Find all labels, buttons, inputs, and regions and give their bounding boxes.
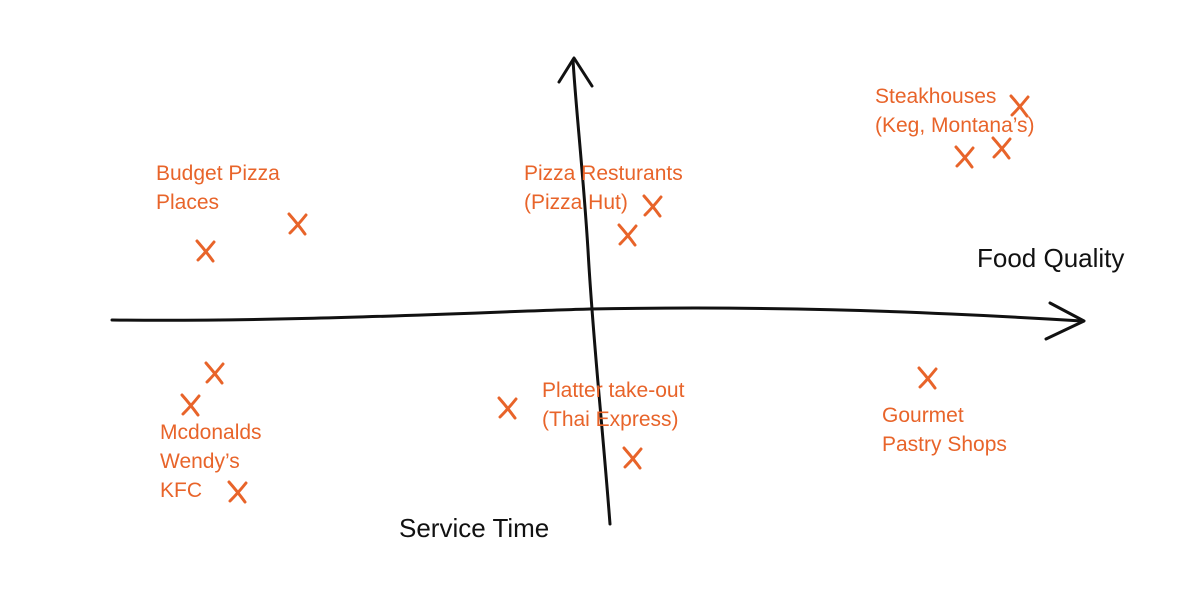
group-label-platter-takeout: Platter take-out (Thai Express) — [542, 376, 684, 434]
x-mark — [622, 446, 643, 470]
group-label-line: Mcdonalds — [160, 421, 262, 444]
x-mark — [180, 393, 201, 417]
x-mark — [617, 223, 638, 247]
y-axis-label: Service Time — [399, 513, 550, 543]
y-axis-line — [571, 58, 612, 526]
group-label-budget-pizza: Budget Pizza Places — [156, 159, 280, 217]
group-label-line: Places — [156, 191, 220, 214]
group-label-fast-food: Mcdonalds Wendy’s KFC — [160, 418, 262, 505]
group-label-steakhouses: Steakhouses (Keg, Montana’s) — [875, 82, 1035, 140]
marks-layer — [180, 94, 1030, 504]
x-mark — [195, 239, 216, 263]
x-axis-line — [110, 306, 1084, 323]
y-axis-arrowhead — [557, 56, 594, 88]
group-label-line: Budget Pizza — [156, 162, 280, 185]
x-axis-label: Food Quality — [977, 243, 1125, 273]
group-label-pizza-restaurants: Pizza Resturants (Pizza Hut) — [524, 159, 683, 217]
x-mark — [1009, 94, 1030, 118]
group-label-line: Pizza Resturants — [524, 162, 683, 185]
group-label-line: Platter take-out — [542, 379, 685, 402]
x-mark — [497, 396, 518, 420]
x-axis-arrowhead — [1044, 301, 1086, 341]
group-label-line: Steakhouses — [875, 85, 997, 108]
x-mark — [227, 480, 248, 504]
group-label-line: Gourmet — [882, 404, 964, 427]
group-label-line: (Thai Express) — [542, 408, 679, 431]
group-label-line: KFC — [160, 479, 202, 502]
x-mark — [991, 136, 1012, 160]
group-label-line: (Pizza Hut) — [524, 191, 628, 214]
group-label-line: Pastry Shops — [882, 433, 1007, 456]
x-mark — [204, 361, 225, 385]
group-label-line: (Keg, Montana’s) — [875, 114, 1035, 137]
x-mark — [954, 145, 975, 169]
x-mark — [287, 212, 308, 236]
group-label-line: Wendy’s — [160, 450, 240, 473]
group-label-gourmet-pastry: Gourmet Pastry Shops — [882, 401, 1007, 459]
x-mark — [917, 366, 938, 390]
x-mark — [642, 194, 663, 218]
